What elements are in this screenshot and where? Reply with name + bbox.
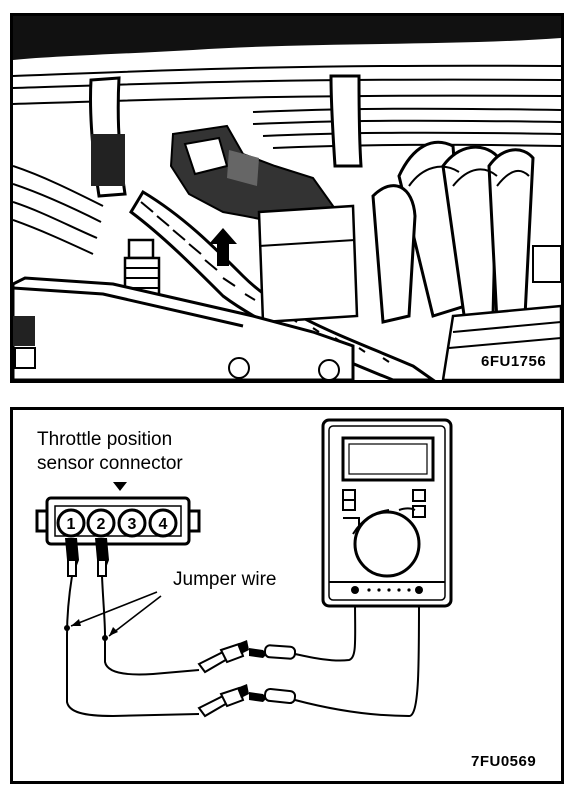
alligator-clip-lower [197,684,249,718]
pin-3 [117,508,147,538]
pin-2 [86,508,116,538]
selector-dial [353,510,421,578]
multimeter-button-2 [412,505,426,518]
connector-label-line2: sensor connector [37,453,183,474]
pin-4 [148,508,178,538]
engine-bay-illustration [13,16,561,380]
meter-lead-upper [294,599,357,662]
jumper-wire-label: Jumper wire [173,569,277,590]
connector-label-line1: Throttle position [37,429,173,450]
jumper-callout-line-1 [70,591,158,627]
meter-probe-lower [249,687,297,705]
pin-1 [56,508,86,538]
jumper-probe-2 [95,538,109,577]
meter-lead-lower [294,599,420,718]
range-indicator [342,489,356,511]
jumper-wire-2 [101,575,200,676]
jumper-probe-1 [65,538,79,577]
photo-figure-code: 6FU1756 [479,353,549,370]
jumper-wire-1 [66,575,200,718]
pin-label-3: 3 [128,516,137,533]
multimeter [321,418,453,608]
pin-label-1: 1 [67,516,76,533]
connector-pins: 1 2 3 4 [56,508,178,538]
pin-label-4: 4 [159,516,168,533]
multimeter-button-1 [412,489,426,502]
meter-probe-upper [249,644,297,660]
jumper-callout-line-2 [108,595,162,637]
wiring-diagram-panel: Throttle position sensor connector 1 2 3… [10,407,564,784]
jack-com [351,586,359,594]
pin-label-2: 2 [97,516,106,533]
diagram-figure-code: 7FU0569 [471,753,537,770]
alligator-clip-upper [197,640,249,674]
jack-v [415,586,423,594]
wiring-diagram: 1 2 3 4 [35,418,453,718]
connector-key-marker [113,482,127,491]
engine-photo-panel: 6FU1756 [10,13,564,383]
